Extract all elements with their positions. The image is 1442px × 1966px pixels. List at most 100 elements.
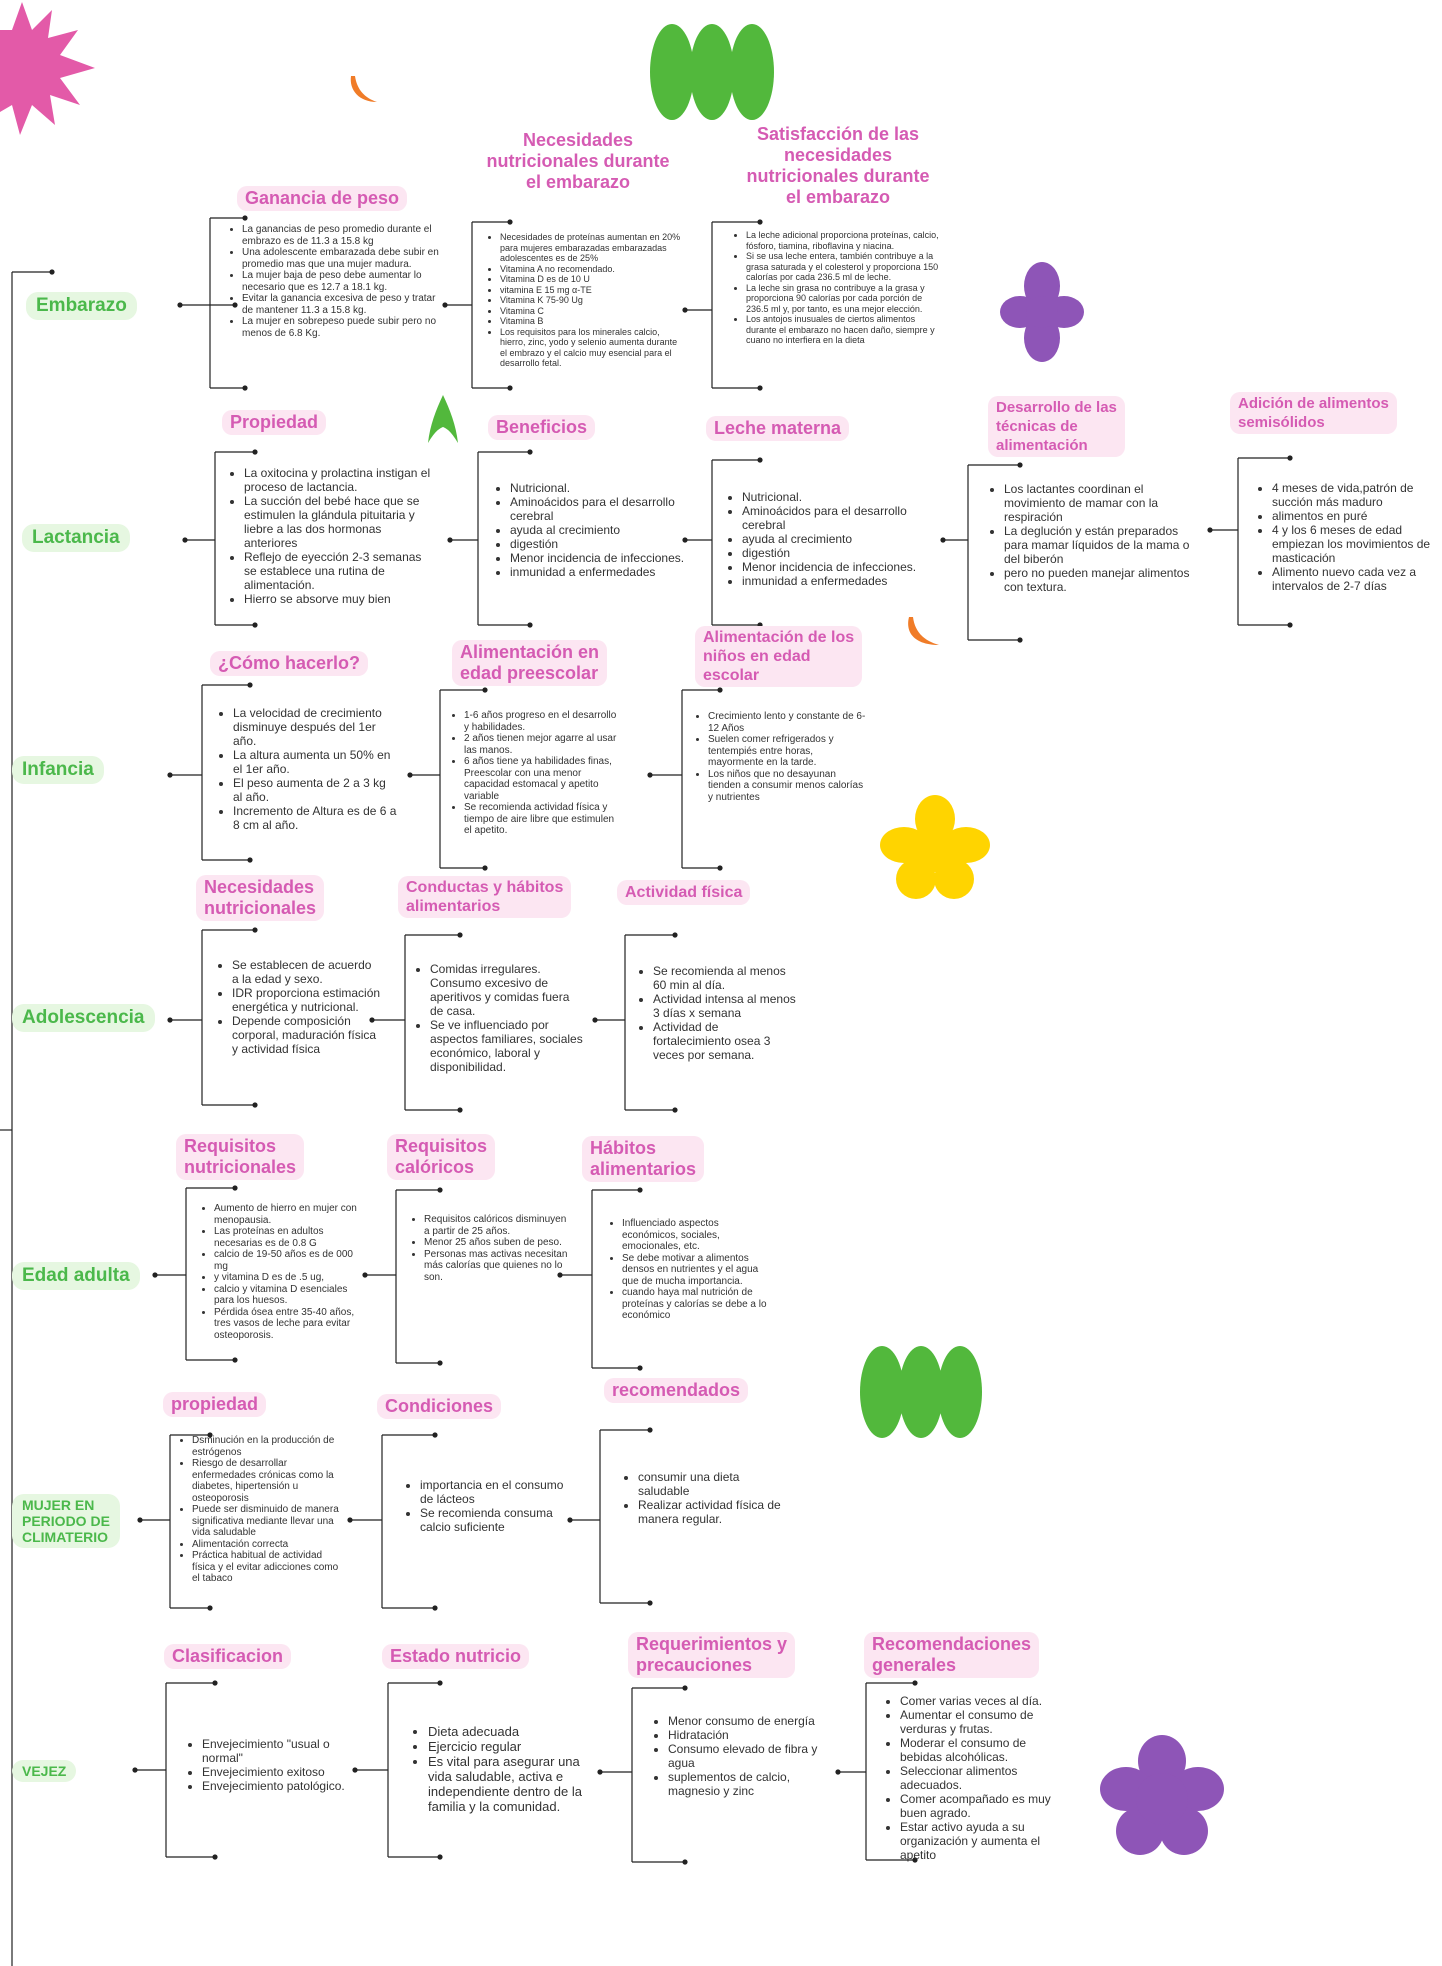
heading-edad-preescolar: Alimentación en edad preescolar [452, 640, 608, 686]
list-item: Alimentación correcta [192, 1539, 346, 1551]
list-item: 2 años tienen mejor agarre al usar las m… [464, 733, 618, 756]
list-item: ayuda al crecimiento [510, 523, 704, 537]
list-item: Se debe motivar a alimentos densos en nu… [622, 1253, 776, 1288]
list-item: Dieta adecuada [428, 1724, 587, 1739]
yellow-flower-decoration [880, 795, 990, 899]
list-lactancia-desarrollo: Los lactantes coordinan el movimiento de… [988, 482, 1193, 594]
list-infancia-escolar: Crecimiento lento y constante de 6-12 Añ… [692, 711, 867, 803]
stage-vejez: VEJEZ [12, 1760, 77, 1782]
list-item: Si se usa leche entera, también contribu… [746, 251, 940, 283]
list-item: Los lactantes coordinan el movimiento de… [1004, 482, 1193, 524]
list-item: Se recomienda al menos 60 min al día. [653, 964, 797, 992]
list-item: Reflejo de eyección 2-3 semanas se estab… [244, 550, 433, 592]
list-item: Menor consumo de energía [668, 1714, 827, 1728]
purple-flower-decoration [1000, 262, 1084, 362]
list-item: Se ve influenciado por aspectos familiar… [430, 1018, 584, 1074]
list-vejez-clasificacion: Envejecimiento "usual o normal" Envejeci… [186, 1737, 346, 1793]
list-item: pero no pueden manejar alimentos con tex… [1004, 566, 1193, 594]
heading-requisitos-nutricionales: Requisitos nutricionales [176, 1134, 305, 1180]
list-item: Riesgo de desarrollar enfermedades cróni… [192, 1458, 346, 1504]
heading-necesidades-nutricionales: Necesidades nutricionales [196, 875, 325, 921]
list-lactancia-semisolidos: 4 meses de vida,patrón de succión más ma… [1256, 481, 1436, 593]
list-item: La ganancias de peso promedio durante el… [242, 224, 441, 247]
list-item: calcio y vitamina D esenciales para los … [214, 1284, 363, 1307]
list-item: Puede ser disminuido de manera significa… [192, 1504, 346, 1539]
list-item: Vitamina B [500, 316, 684, 327]
list-item: Vitamina K 75-90 Ug [500, 295, 684, 306]
list-item: IDR proporciona estimación energética y … [232, 986, 381, 1014]
list-item: La oxitocina y prolactina instigan el pr… [244, 466, 433, 494]
list-item: Nutricional. [510, 481, 704, 495]
list-item: Vitamina C [500, 306, 684, 317]
list-item: Aminoácidos para el desarrollo cerebral [742, 504, 936, 532]
green-leaf-decoration [650, 24, 774, 120]
list-adolescencia-necesidades: Se establecen de acuerdo a la edad y sex… [216, 958, 381, 1056]
list-item: suplementos de calcio, magnesio y zinc [668, 1770, 827, 1798]
list-item: Incremento de Altura es de 6 a 8 cm al a… [233, 804, 397, 832]
heading-como-hacerlo: ¿Cómo hacerlo? [210, 651, 369, 676]
list-item: importancia en el consumo de lácteos [420, 1478, 564, 1506]
list-item: digestión [742, 546, 936, 560]
heading-satisfaccion-embarazo: Satisfacción de las necesidades nutricio… [746, 124, 930, 207]
list-item: Es vital para asegurar una vida saludabl… [428, 1754, 587, 1814]
list-adolescencia-actividad: Se recomienda al menos 60 min al día. Ac… [637, 964, 797, 1062]
list-item: digestión [510, 537, 704, 551]
list-adolescencia-conductas: Comidas irregulares. Consumo excesivo de… [414, 962, 584, 1074]
list-item: Pérdida ósea entre 35-40 años, tres vaso… [214, 1307, 363, 1342]
list-adulta-nutricionales: Aumento de hierro en mujer con menopausi… [198, 1203, 363, 1341]
list-vejez-estado: Dieta adecuada Ejercicio regular Es vita… [412, 1724, 587, 1814]
heading-propiedad: Propiedad [222, 410, 327, 435]
list-item: Envejecimiento patológico. [202, 1779, 346, 1793]
list-item: Actividad de fortalecimiento osea 3 vece… [653, 1020, 797, 1062]
list-item: Moderar el consumo de bebidas alcohólica… [900, 1736, 1054, 1764]
list-item: Influenciado aspectos económicos, social… [622, 1218, 776, 1253]
list-item: La mujer en sobrepeso puede subir pero n… [242, 316, 441, 339]
list-item: Suelen comer refrigerados y tentempiés e… [708, 734, 867, 769]
heading-ganancia-peso: Ganancia de peso [237, 186, 408, 211]
list-item: cuando haya mal nutrición de proteínas y… [622, 1287, 776, 1322]
list-item: Envejecimiento exitoso [202, 1765, 346, 1779]
list-embarazo-necesidades: Necesidades de proteínas aumentan en 20%… [484, 232, 684, 369]
list-infancia-como: La velocidad de crecimiento disminuye de… [217, 706, 397, 832]
list-item: Aumentar el consumo de verduras y frutas… [900, 1708, 1054, 1736]
list-item: La leche sin grasa no contribuye a la gr… [746, 283, 940, 315]
list-item: 4 meses de vida,patrón de succión más ma… [1272, 481, 1436, 509]
list-item: ayuda al crecimiento [742, 532, 936, 546]
list-embarazo-satisfaccion: La leche adicional proporciona proteínas… [730, 230, 940, 346]
list-item: Evitar la ganancia excesiva de peso y tr… [242, 293, 441, 316]
list-item: Aumento de hierro en mujer con menopausi… [214, 1203, 363, 1226]
list-item: La leche adicional proporciona proteínas… [746, 230, 940, 251]
list-item: Una adolescente embarazada debe subir en… [242, 247, 441, 270]
list-item: Comer varias veces al día. [900, 1694, 1054, 1708]
list-infancia-preescolar: 1-6 años progreso en el desarrollo y hab… [448, 710, 618, 837]
list-item: alimentos en puré [1272, 509, 1436, 523]
list-item: Hidratación [668, 1728, 827, 1742]
list-item: Actividad intensa al menos 3 días x sema… [653, 992, 797, 1020]
list-item: El peso aumenta de 2 a 3 kg al año. [233, 776, 397, 804]
list-item: Vitamina A no recomendado. [500, 264, 684, 275]
heading-recomendaciones-generales: Recomendaciones generales [864, 1632, 1040, 1678]
list-item: Alimento nuevo cada vez a intervalos de … [1272, 565, 1436, 593]
list-item: Vitamina D es de 10 U [500, 274, 684, 285]
heading-habitos-alimentarios: Hábitos alimentarios [582, 1136, 705, 1182]
starburst-decoration [0, 2, 95, 135]
list-item: Realizar actividad física de manera regu… [638, 1498, 792, 1526]
heading-condiciones: Condiciones [377, 1394, 502, 1419]
list-vejez-requerimientos: Menor consumo de energía Hidratación Con… [652, 1714, 827, 1798]
purple-flower-decoration-2 [1100, 1735, 1224, 1855]
list-climaterio-recomendados: consumir una dieta saludable Realizar ac… [622, 1470, 792, 1526]
heading-adicion-semisolidos: Adición de alimentos semisólidos [1230, 392, 1397, 434]
list-climaterio-condiciones: importancia en el consumo de lácteos Se … [404, 1478, 564, 1534]
list-item: La succión del bebé hace que se estimule… [244, 494, 433, 550]
list-item: Seleccionar alimentos adecuados. [900, 1764, 1054, 1792]
list-item: inmunidad a enfermedades [510, 565, 704, 579]
list-item: 6 años tiene ya habilidades finas, Prees… [464, 756, 618, 802]
stage-climaterio: MUJER EN PERIODO DE CLIMATERIO [12, 1494, 120, 1548]
list-item: Ejercicio regular [428, 1739, 587, 1754]
list-lactancia-propiedad: La oxitocina y prolactina instigan el pr… [228, 466, 433, 606]
stage-adolescencia: Adolescencia [12, 1004, 155, 1032]
stage-infancia: Infancia [12, 756, 104, 784]
orange-crescent-decoration [350, 76, 377, 102]
heading-requerimientos-precauciones: Requerimientos y precauciones [628, 1632, 796, 1678]
